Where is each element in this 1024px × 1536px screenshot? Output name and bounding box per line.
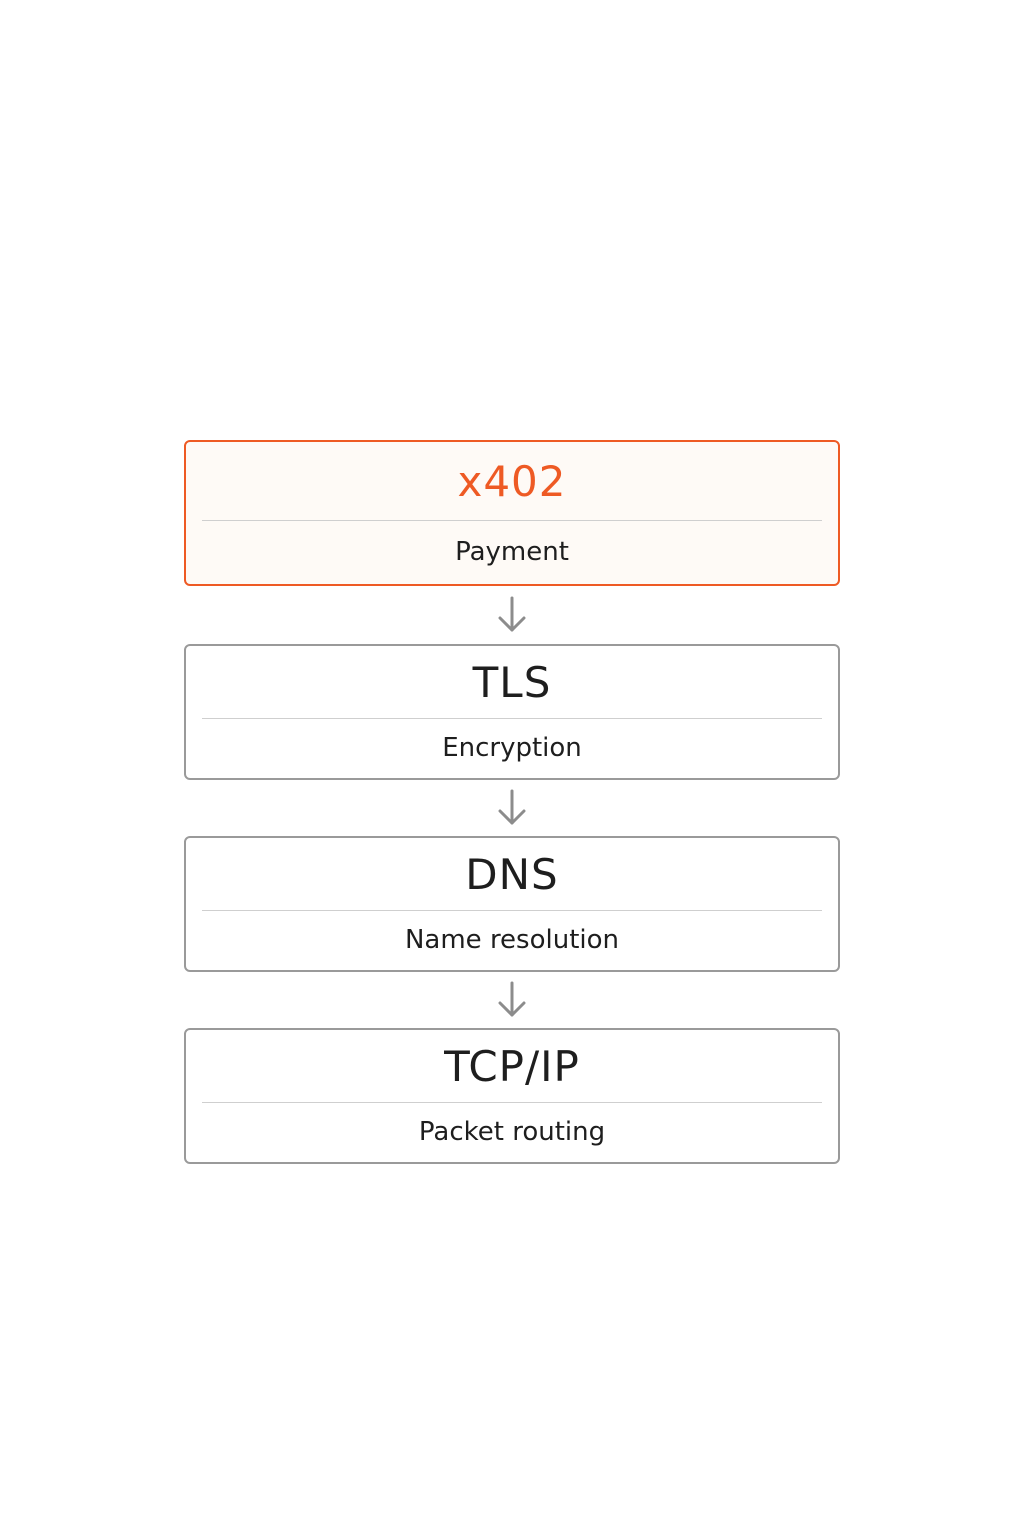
layer-subtitle: Payment <box>455 537 569 567</box>
layer-divider <box>202 718 822 719</box>
layer-box-dns: DNS Name resolution <box>184 836 840 972</box>
layer-title: DNS <box>465 849 559 899</box>
flow-connector <box>184 972 840 1028</box>
layer-subtitle: Name resolution <box>404 925 620 955</box>
flow-connector <box>184 586 840 644</box>
layer-title: TCP/IP <box>444 1041 580 1091</box>
layer-subtitle: Packet routing <box>418 1117 606 1147</box>
protocol-stack-diagram: x402 Payment TLS Encryption DNS Name res… <box>184 440 840 1164</box>
arrow-down-icon <box>498 981 526 1017</box>
layer-divider <box>202 1102 822 1103</box>
layer-box-x402: x402 Payment <box>184 440 840 586</box>
layer-title: x402 <box>457 456 567 506</box>
flow-connector <box>184 780 840 836</box>
arrow-down-icon <box>498 596 526 632</box>
layer-divider <box>202 910 822 911</box>
arrow-down-icon <box>498 789 526 825</box>
layer-divider <box>202 520 822 521</box>
layer-subtitle: Encryption <box>442 733 582 763</box>
layer-box-tls: TLS Encryption <box>184 644 840 780</box>
layer-box-tcp-ip: TCP/IP Packet routing <box>184 1028 840 1164</box>
layer-title: TLS <box>472 657 552 707</box>
